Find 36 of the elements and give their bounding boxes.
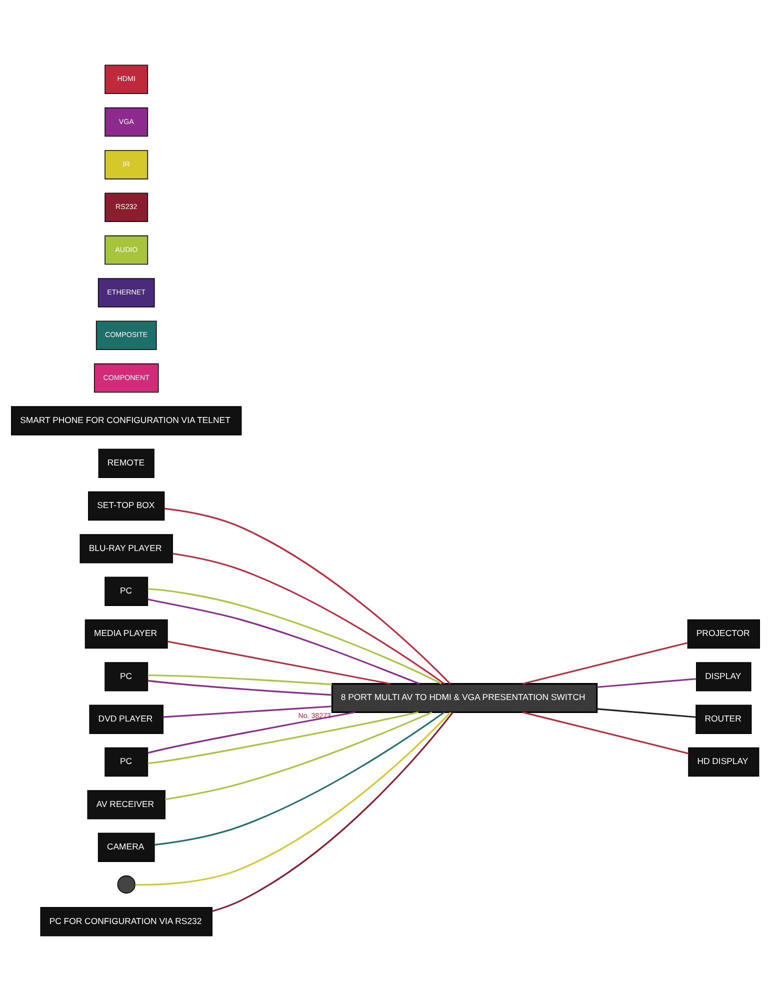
node-box: ROUTER: [696, 704, 752, 734]
node-box: PROJECTOR: [687, 618, 760, 648]
connector: [148, 588, 442, 684]
node-box: SET-TOP BOX: [88, 490, 165, 520]
connector: [597, 708, 696, 718]
node-box: BLU-RAY PLAYER: [80, 534, 173, 563]
connector: [167, 640, 390, 684]
connector: [148, 711, 355, 754]
node-box: 8 PORT MULTI AV TO HDMI & VGA PRESENTATION SWITCH: [331, 682, 598, 713]
connector: [164, 711, 432, 800]
node-box: DVD PLAYER: [89, 704, 164, 734]
node-box: REMOTE: [98, 448, 154, 478]
node-box: HD DISPLAY: [688, 746, 760, 776]
connector: [148, 674, 332, 685]
connector: [164, 507, 451, 684]
node-box: AV RECEIVER: [87, 790, 166, 819]
connector: [522, 711, 689, 754]
node-box: PC: [104, 662, 148, 691]
node-box: PC FOR CONFIGURATION VIA RS232: [40, 906, 212, 936]
connector: [148, 598, 420, 684]
connector: [522, 642, 688, 684]
connector: [148, 679, 332, 696]
node-box: CAMERA: [98, 832, 155, 862]
connector: [135, 711, 452, 886]
connector: [597, 678, 696, 688]
connector: [154, 711, 445, 846]
node-box: PC: [104, 576, 148, 606]
connector: [148, 710, 418, 764]
node-box: MEDIA PLAYER: [84, 618, 168, 648]
connector: [172, 552, 445, 684]
node-box: DISPLAY: [696, 662, 752, 691]
connector: [212, 711, 454, 912]
node-box: PC: [104, 746, 148, 776]
node-box: SMART PHONE FOR CONFIGURATION VIA TELNET: [11, 406, 242, 435]
connector: [163, 705, 332, 718]
node-circle: [117, 874, 136, 894]
